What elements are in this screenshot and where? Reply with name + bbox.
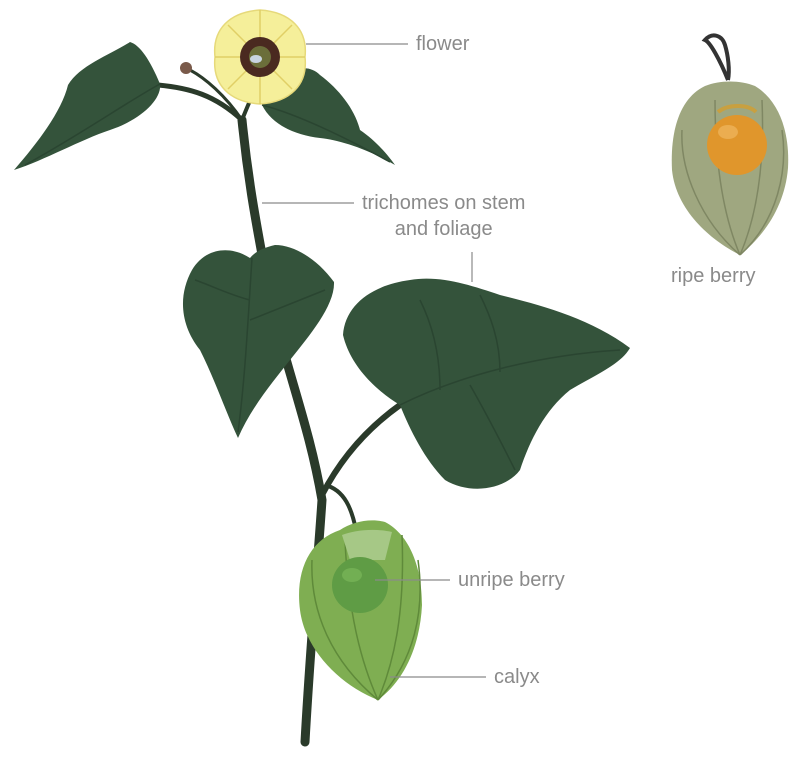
ripe-berry-label: ripe berry: [671, 263, 755, 289]
flower-label: flower: [416, 31, 469, 57]
main-stem: [242, 120, 322, 742]
calyx-label: calyx: [494, 664, 540, 690]
unripe-berry-calyx: [299, 520, 422, 700]
unripe-berry: [332, 557, 388, 613]
trichomes-label-line1: trichomes on stem: [362, 190, 525, 216]
trichomes-label-line2: and foliage: [362, 216, 525, 242]
berry-stalk: [325, 485, 356, 530]
middle-left-leaf: [183, 245, 334, 438]
right-branch: [322, 405, 400, 495]
unripe-berry-label: unripe berry: [458, 567, 565, 593]
trichomes-label: trichomes on stem and foliage: [362, 190, 525, 242]
upper-left-leaf: [14, 42, 160, 170]
ripe-berry: [707, 115, 767, 175]
ripe-berry-group: [672, 35, 788, 255]
flower: [215, 10, 306, 104]
flower-bud: [180, 62, 192, 74]
